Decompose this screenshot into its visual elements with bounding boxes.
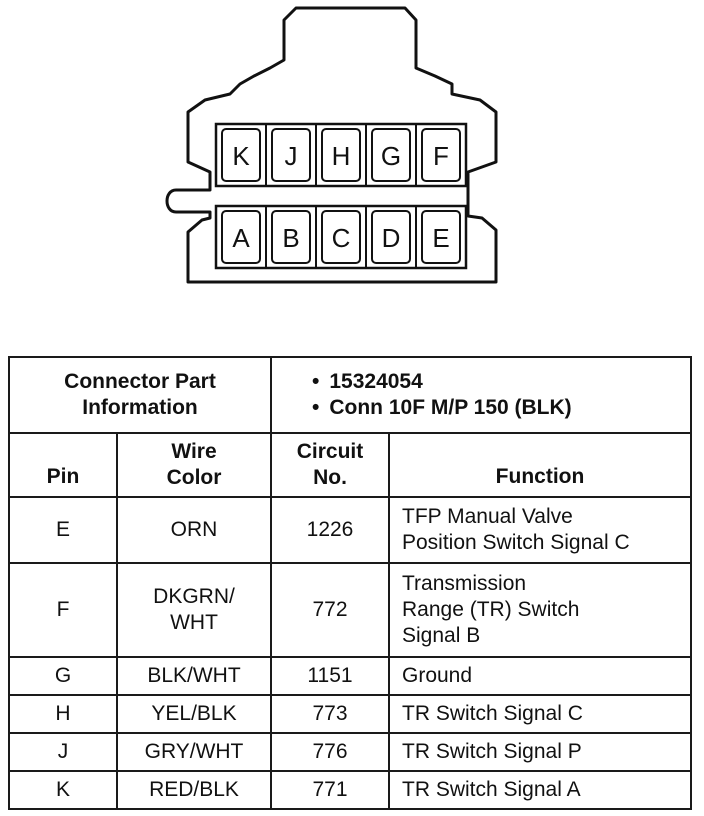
header-wire-color: Wire Color — [116, 432, 272, 498]
pin-cell: F — [8, 562, 118, 658]
pin-label-f: F — [433, 141, 449, 171]
top-cavity-k — [221, 128, 261, 182]
pin-label-j: J — [285, 141, 298, 171]
circuit-cell: 773 — [270, 694, 390, 734]
wire-color-cell: DKGRN/ WHT — [116, 562, 272, 658]
top-cavity-g — [371, 128, 411, 182]
bottom-cavity-c — [321, 210, 361, 264]
circuit-cell: 1151 — [270, 656, 390, 696]
pin-label-g: G — [381, 141, 401, 171]
bottom-cavity-e — [421, 210, 461, 264]
circuit-cell: 776 — [270, 732, 390, 772]
wire-color-cell: YEL/BLK — [116, 694, 272, 734]
pin-label-d: D — [382, 223, 401, 253]
pin-label-h: H — [332, 141, 351, 171]
function-cell: TR Switch Signal P — [387, 732, 693, 772]
top-cavity-j — [271, 128, 311, 182]
header-function: Function — [387, 432, 693, 498]
pin-label-c: C — [332, 223, 351, 253]
circuit-cell: 771 — [270, 770, 390, 810]
function-cell: TR Switch Signal A — [387, 770, 693, 810]
bottom-cavity-b — [271, 210, 311, 264]
pin-label-a: A — [232, 223, 250, 253]
circuit-cell: 772 — [270, 562, 390, 658]
wire-color-cell: GRY/WHT — [116, 732, 272, 772]
pin-cell: K — [8, 770, 118, 810]
top-row-frame — [214, 122, 468, 188]
bottom-cavity-a — [221, 210, 261, 264]
top-cavity-f — [421, 128, 461, 182]
function-cell: Ground — [387, 656, 693, 696]
top-cavity-h — [321, 128, 361, 182]
header-row: Pin Wire Color Circuit No. Function — [8, 432, 693, 498]
pin-label-k: K — [232, 141, 250, 171]
connector-info-table: Connector Part Information 15324054 Conn… — [8, 356, 693, 810]
part-info-values: 15324054 Conn 10F M/P 150 (BLK) — [269, 356, 693, 434]
circuit-cell: 1226 — [270, 496, 390, 564]
function-cell: TR Switch Signal C — [387, 694, 693, 734]
pin-label-e: E — [432, 223, 449, 253]
wire-color-cell: ORN — [116, 496, 272, 564]
bottom-row-frame — [214, 204, 468, 270]
connector-description: Conn 10F M/P 150 (BLK) — [312, 395, 684, 421]
part-info-label: Connector Part Information — [8, 356, 272, 434]
part-number: 15324054 — [312, 369, 684, 395]
wire-color-cell: RED/BLK — [116, 770, 272, 810]
connector-outline — [165, 6, 498, 284]
function-cell: Transmission Range (TR) Switch Signal B — [387, 562, 693, 658]
function-cell: TFP Manual Valve Position Switch Signal … — [387, 496, 693, 564]
pin-cell: J — [8, 732, 118, 772]
bottom-cavity-d — [371, 210, 411, 264]
pin-cell: E — [8, 496, 118, 564]
pin-cell: G — [8, 656, 118, 696]
part-info-row: Connector Part Information 15324054 Conn… — [8, 356, 693, 434]
header-pin: Pin — [8, 432, 118, 498]
pin-cell: H — [8, 694, 118, 734]
wire-color-cell: BLK/WHT — [116, 656, 272, 696]
header-circuit-no: Circuit No. — [270, 432, 390, 498]
pin-label-b: B — [282, 223, 299, 253]
